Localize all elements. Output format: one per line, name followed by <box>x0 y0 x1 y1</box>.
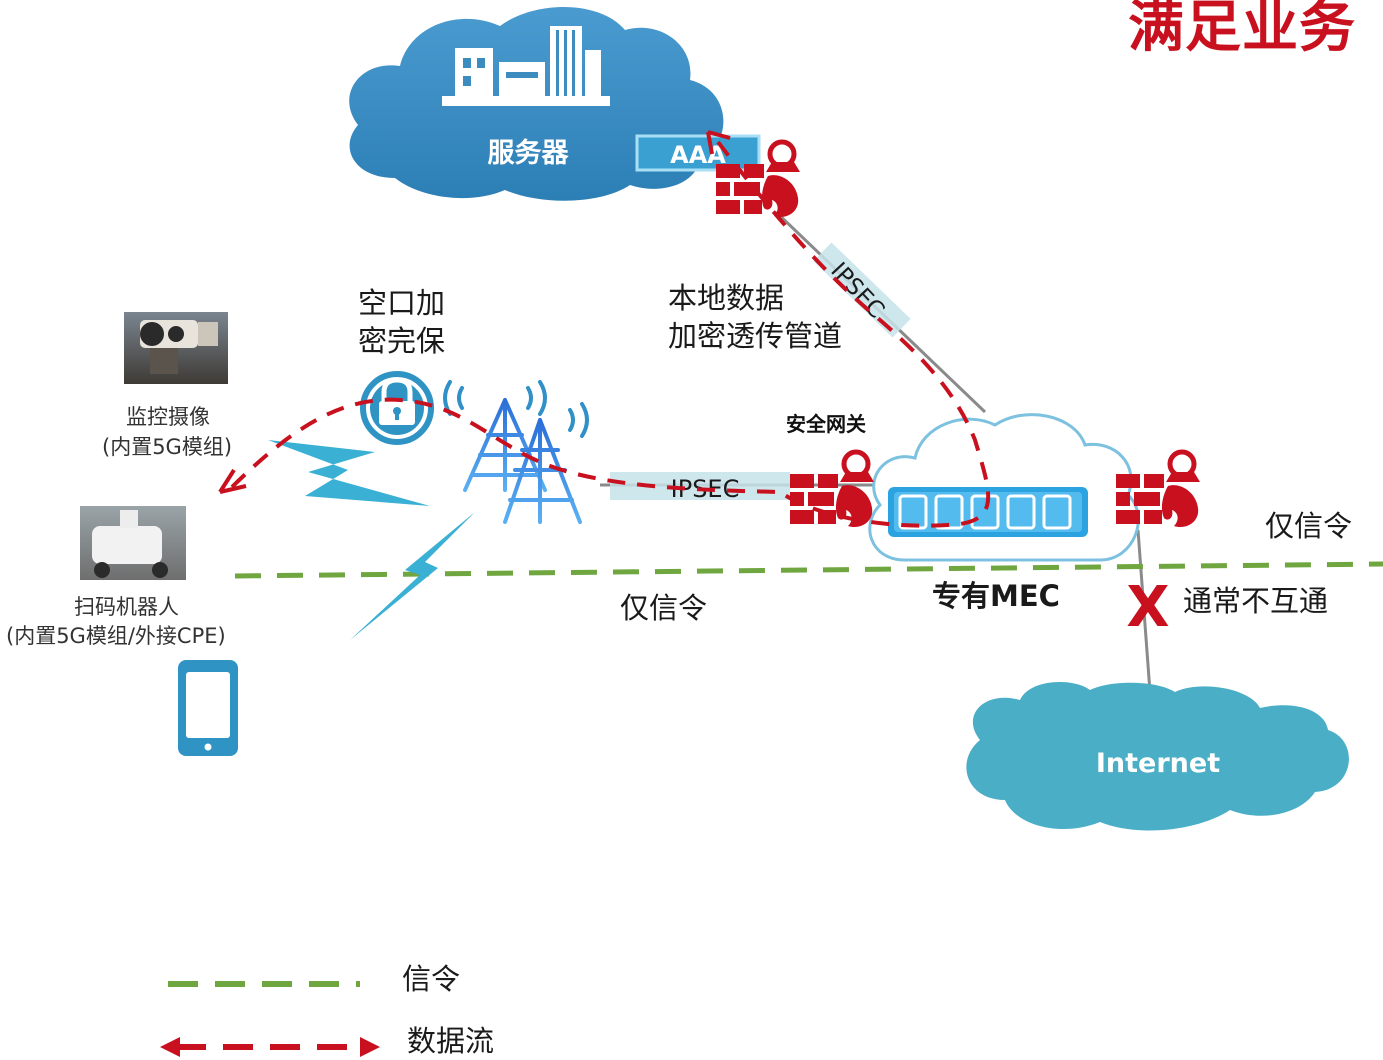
air-line2: 密完保 <box>358 324 446 358</box>
signal-only-left: 仅信令 <box>620 591 708 625</box>
camera-label-line2: (内置5G模组) <box>102 435 233 459</box>
no-connect-label: 通常不互通 <box>1183 584 1329 618</box>
firewall-gateway-icon <box>790 452 874 527</box>
internet-label: Internet <box>1096 748 1220 779</box>
air-line1: 空口加 <box>358 286 446 320</box>
internet-cloud <box>966 681 1349 831</box>
legend-dataflow-label: 数据流 <box>407 1024 495 1058</box>
mec-label: 专有MEC <box>932 579 1060 613</box>
robot-icon <box>80 506 186 580</box>
camera-icon <box>124 312 228 384</box>
robot-label-line2: (内置5G模组/外接CPE) <box>6 624 226 648</box>
mec-internet-line <box>1136 529 1152 693</box>
legend-signal-label: 信令 <box>402 962 461 996</box>
signal-only-right: 仅信令 <box>1265 509 1353 543</box>
local-data-line1: 本地数据 <box>668 281 785 315</box>
base-station-icon <box>443 380 589 524</box>
no-connect-x-mark: X <box>1126 575 1169 640</box>
lightning-icon-upper <box>268 440 430 506</box>
page-title: 满足业务 <box>1128 0 1356 60</box>
legend-dataflow-swatch <box>160 1037 380 1057</box>
server-label: 服务器 <box>488 138 570 169</box>
dataflow-arrow-top <box>706 130 731 155</box>
local-data-line2: 加密透传管道 <box>668 319 843 353</box>
phone-icon <box>178 660 238 756</box>
dataflow-arrow-left <box>218 468 247 494</box>
building-icon <box>442 26 610 106</box>
gateway-label: 安全网关 <box>786 412 866 436</box>
lock-icon <box>360 371 434 445</box>
robot-label-line1: 扫码机器人 <box>74 595 179 619</box>
ipsec-band-top <box>813 242 911 338</box>
dataflow-path <box>230 140 991 528</box>
camera-label-line1: 监控摄像 <box>126 405 210 429</box>
